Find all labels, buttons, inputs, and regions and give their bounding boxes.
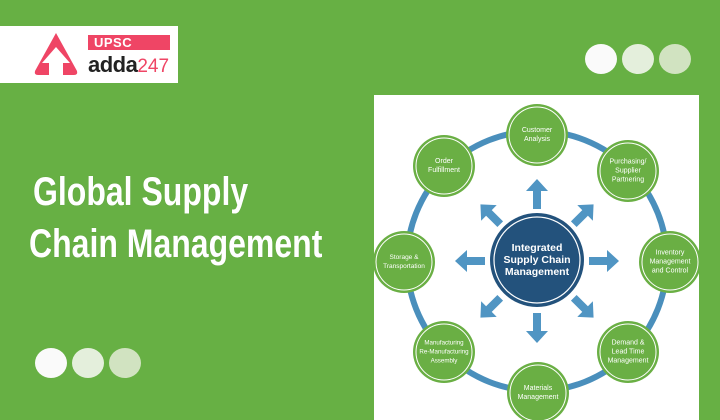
dot-icon (659, 44, 691, 74)
dot-icon (622, 44, 654, 74)
label-line: Analysis (523, 136, 551, 143)
label-line: and Control (651, 267, 689, 275)
diagram-graphic (374, 104, 699, 420)
node-order-fulfillment (413, 135, 475, 197)
label-line: Management (649, 258, 691, 266)
headline-line-1: Global Supply (33, 170, 249, 214)
node-storage (374, 231, 435, 293)
outer-nodes (374, 104, 699, 420)
label-line: Lead Time (611, 348, 645, 356)
label-line: Supplier (615, 167, 641, 175)
center-label-line-2: Supply Chain (503, 254, 571, 266)
label-line: Manufacturing (424, 339, 464, 347)
node-manufacturing (413, 321, 475, 383)
logo-wordmark-number: 247 (137, 56, 170, 77)
node-materials (507, 362, 569, 420)
dot-icon (109, 348, 141, 378)
dot-icon (585, 44, 617, 74)
label-storage: Storage & Transportation (374, 253, 434, 271)
label-line: Management (517, 394, 559, 401)
node-purchasing (597, 140, 659, 202)
logo-wordmark-text: adda (88, 52, 138, 77)
label-line: Purchasing/ (609, 158, 647, 166)
arrows (455, 179, 619, 343)
label-line: Materials (523, 385, 553, 392)
center-label: Integrated Supply Chain Management (492, 242, 582, 278)
center-node (490, 213, 584, 307)
label-manufacturing: Manufacturing Re-Manufacturing Assembly (414, 339, 474, 366)
brand-logo[interactable]: UPSC adda247 (0, 26, 178, 83)
adda-a-logo-icon (34, 33, 78, 75)
label-line: Re-Manufacturing (419, 348, 469, 356)
decorative-dots-top (585, 44, 691, 74)
label-inventory: Inventory Management and Control (640, 249, 700, 276)
center-label-line-1: Integrated (511, 242, 563, 254)
node-inventory (639, 231, 699, 293)
label-line: Customer (521, 127, 553, 134)
label-order-fulfillment: Order Fulfillment (414, 157, 474, 175)
center-label-line-3: Management (504, 266, 570, 278)
label-line: Transportation (383, 263, 425, 270)
upsc-badge: UPSC (88, 35, 170, 50)
label-materials: Materials Management (508, 384, 568, 402)
label-line: Fulfillment (428, 167, 460, 174)
headline-line-2: Chain Management (29, 222, 323, 266)
node-customer-analysis (506, 104, 568, 166)
label-line: Order (435, 158, 453, 165)
label-line: Demand & (611, 339, 645, 347)
label-line: Assembly (430, 357, 458, 365)
logo-wordmark: adda247 (88, 53, 169, 79)
node-demand (597, 321, 659, 383)
decorative-dots-bottom (35, 348, 141, 378)
label-demand: Demand & Lead Time Management (598, 339, 658, 366)
supply-chain-diagram: Integrated Supply Chain Management Custo… (374, 95, 699, 420)
label-line: Partnering (611, 176, 645, 184)
label-line: Management (607, 357, 649, 365)
label-line: Inventory (655, 249, 685, 257)
label-customer-analysis: Customer Analysis (507, 126, 567, 144)
dot-icon (35, 348, 67, 378)
dot-icon (72, 348, 104, 378)
label-purchasing: Purchasing/ Supplier Partnering (598, 158, 658, 185)
label-line: Storage & (389, 254, 419, 261)
